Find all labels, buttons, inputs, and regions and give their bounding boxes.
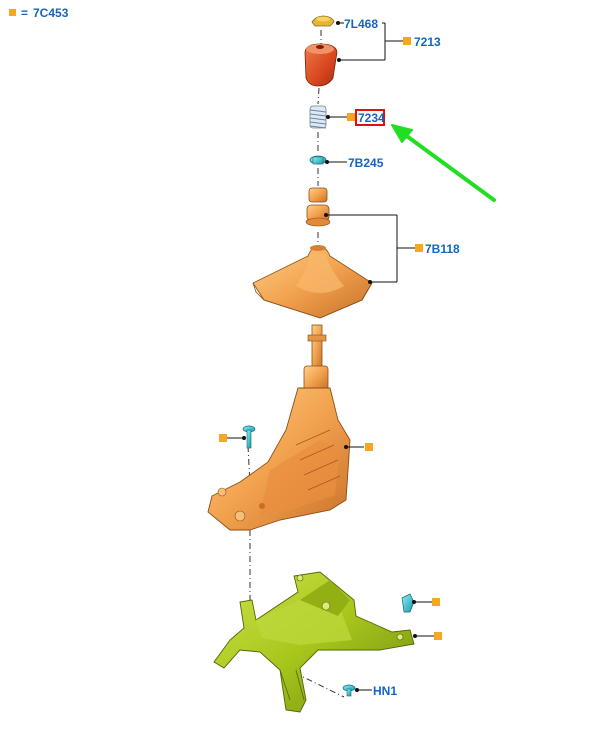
callout-bracket-marker[interactable] bbox=[413, 632, 442, 640]
assembly-axis bbox=[247, 30, 345, 698]
spring-part[interactable] bbox=[309, 105, 327, 129]
callout-bracket-clip-marker[interactable] bbox=[412, 598, 440, 606]
callout-7B245-label: 7B245 bbox=[348, 156, 384, 170]
callout-HN1[interactable]: HN1 bbox=[355, 684, 397, 698]
legend-code: 7C453 bbox=[33, 6, 69, 20]
callout-7L468-label: 7L468 bbox=[344, 17, 378, 31]
mounting-bracket-part[interactable] bbox=[213, 571, 415, 713]
bracket-clip-part[interactable] bbox=[401, 593, 415, 613]
clip-part[interactable] bbox=[309, 155, 327, 165]
gear-lever-housing-part[interactable] bbox=[207, 324, 351, 531]
callout-7B118-label: 7B118 bbox=[425, 242, 460, 256]
shift-boot-part[interactable] bbox=[252, 245, 373, 319]
callout-7234-marker bbox=[347, 113, 355, 121]
callout-screw-marker[interactable] bbox=[219, 434, 246, 442]
bolt-part[interactable] bbox=[342, 684, 356, 697]
callout-7B118-marker bbox=[415, 244, 423, 252]
shift-knob-part[interactable] bbox=[304, 43, 338, 87]
callout-7234[interactable]: 7234 bbox=[326, 109, 385, 126]
green-arrow bbox=[391, 124, 496, 202]
callout-7B118[interactable]: 7B118 bbox=[324, 213, 460, 284]
legend-marker bbox=[9, 9, 16, 16]
callout-housing-marker[interactable] bbox=[344, 443, 373, 451]
highlight-box bbox=[355, 109, 385, 126]
callout-7L468[interactable]: 7L468 bbox=[336, 17, 378, 31]
callout-7213[interactable]: 7213 bbox=[337, 22, 441, 62]
legend: = 7C453 bbox=[9, 6, 69, 20]
callout-7213-label: 7213 bbox=[414, 35, 441, 49]
callout-7B245[interactable]: 7B245 bbox=[325, 156, 384, 170]
callout-7234-label: 7234 bbox=[358, 111, 385, 125]
screw-part[interactable] bbox=[242, 425, 256, 449]
legend-equals: = bbox=[21, 6, 28, 20]
knob-cap-part[interactable] bbox=[311, 15, 335, 27]
callout-7213-marker bbox=[403, 37, 411, 45]
collar-part[interactable] bbox=[305, 187, 331, 227]
callout-HN1-label: HN1 bbox=[373, 684, 397, 698]
